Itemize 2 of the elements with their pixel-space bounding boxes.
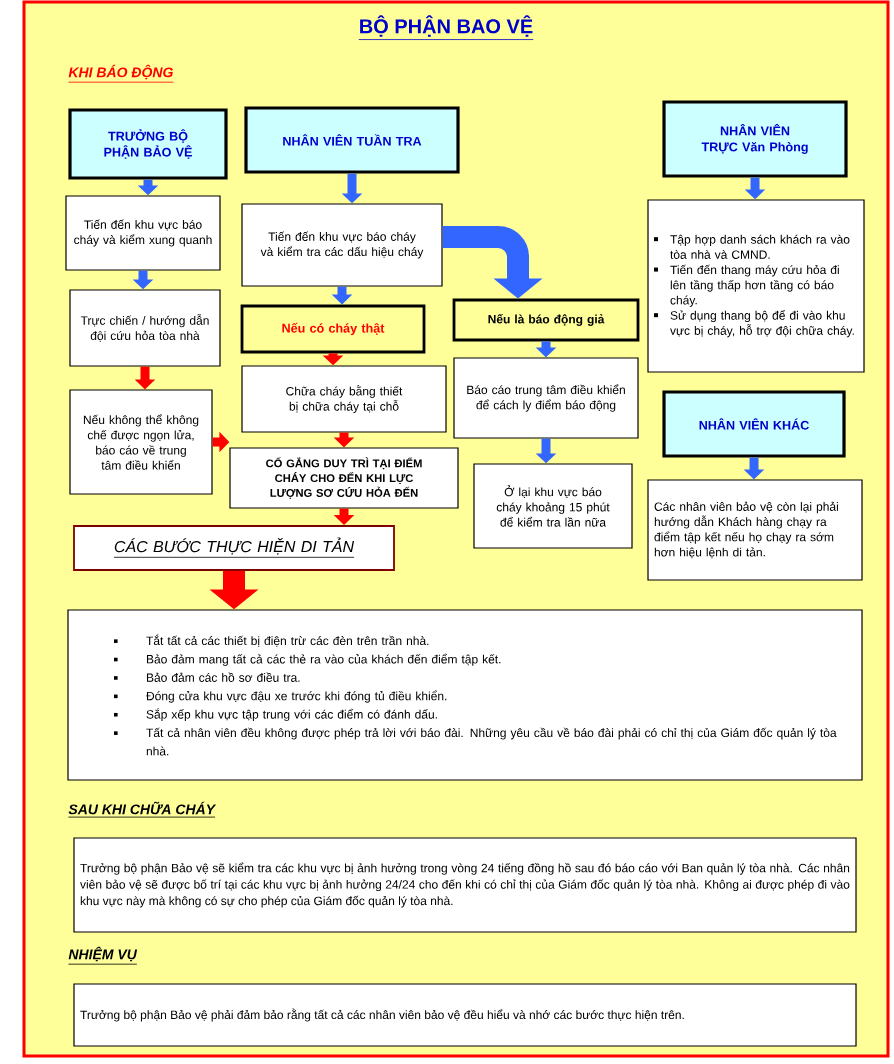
section-banner: CÁC BƯỚC THỰC HIỆN DI TẢN — [73, 525, 395, 571]
title: BỘ PHẬN BAO VỆ — [358, 15, 534, 40]
